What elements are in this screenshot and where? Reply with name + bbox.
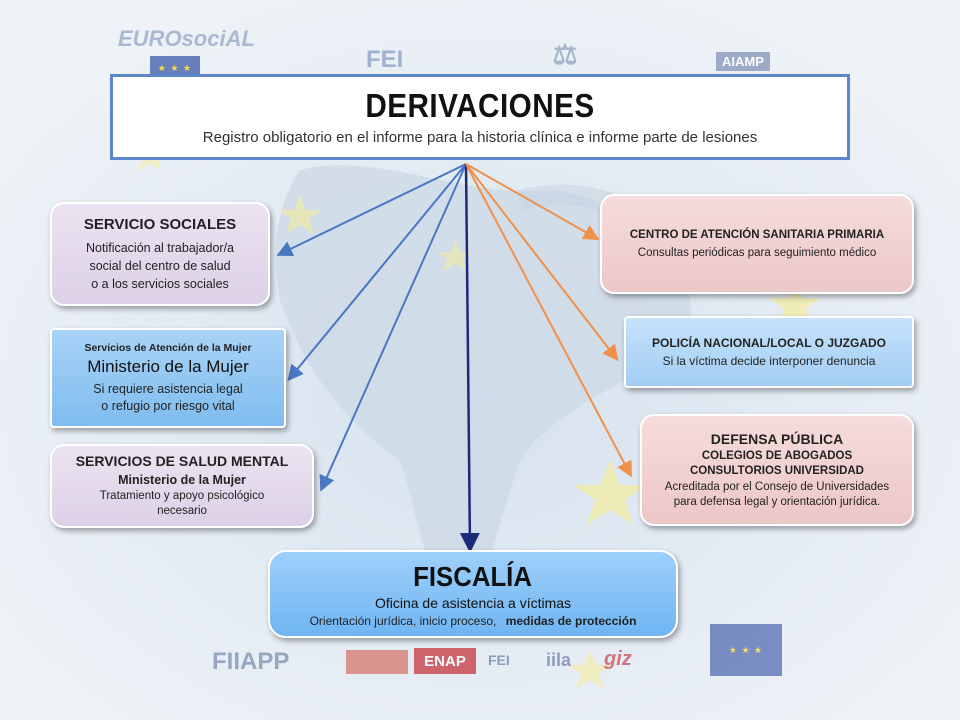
ministerio-mujer-title: Ministerio de la Mujer (87, 356, 249, 376)
policia-line: Si la víctima decide interponer denuncia (662, 354, 876, 368)
centro-atencion-line: Consultas periódicas para seguimiento mé… (637, 247, 877, 259)
giz-logo: giz (604, 648, 632, 670)
policia-box: POLICÍA NACIONAL/LOCAL O JUZGADO Si la v… (624, 316, 914, 388)
eurosocial-logo: EUROsociAL (118, 26, 255, 51)
aiamp-logo: AIAMP (716, 52, 770, 71)
page-title: DERIVACIONES (365, 87, 595, 124)
defensa-sub: COLEGIOS DE ABOGADOS (701, 449, 853, 462)
scales-icon: ⚖ (552, 38, 578, 70)
iila-logo: iila (546, 650, 572, 670)
servicio-sociales-box: SERVICIO SOCIALES Notificación al trabaj… (50, 202, 270, 306)
ministerio-mujer-box: Servicios de Atención de la Mujer Minist… (50, 328, 286, 428)
page-subtitle: Registro obligatorio en el informe para … (202, 129, 758, 146)
ministerio-mujer-pre: Servicios de Atención de la Mujer (84, 341, 252, 354)
enap-logo: ENAP (414, 648, 476, 674)
ministerio-mujer-line: Si requiere asistencia legal (93, 381, 243, 396)
defensa-line: para defensa legal y orientación jurídic… (673, 495, 881, 508)
fei-logo: FEI (366, 46, 404, 73)
fiscalia-detail-plain: Orientación jurídica, inicio proceso, (309, 613, 497, 628)
defensa-sub: CONSULTORIOS UNIVERSIDAD (689, 464, 864, 477)
servicio-sociales-title: SERVICIO SOCIALES (83, 215, 237, 233)
salud-mental-line: necesario (157, 505, 207, 517)
fei-bottom-logo: FEI (488, 652, 510, 668)
eu-flag-bottom-icon: ★ ★ ★ (710, 624, 782, 676)
centro-atencion-title: CENTRO DE ATENCIÓN SANITARIA PRIMARIA (629, 229, 885, 241)
sponsor-logo (346, 650, 408, 674)
defensa-box: DEFENSA PÚBLICA COLEGIOS DE ABOGADOS CON… (640, 414, 914, 526)
salud-mental-title: SERVICIOS DE SALUD MENTAL (75, 453, 289, 469)
salud-mental-sub: Ministerio de la Mujer (118, 473, 246, 487)
centro-atencion-box: CENTRO DE ATENCIÓN SANITARIA PRIMARIA Co… (600, 194, 914, 294)
salud-mental-line: Tratamiento y apoyo psicológico (99, 490, 265, 502)
servicio-sociales-line: social del centro de salud (89, 258, 231, 273)
fiscalia-detail: Orientación jurídica, inicio proceso, me… (310, 614, 637, 628)
fiscalia-subtitle: Oficina de asistencia a víctimas (374, 594, 572, 611)
fiscalia-title: FISCALÍA (413, 560, 533, 592)
policia-title: POLICÍA NACIONAL/LOCAL O JUZGADO (652, 336, 886, 350)
defensa-title: DEFENSA PÚBLICA (710, 430, 844, 447)
servicio-sociales-line: o a los servicios sociales (91, 276, 229, 291)
ministerio-mujer-line: o refugio por riesgo vital (101, 398, 235, 413)
title-box: DERIVACIONES Registro obligatorio en el … (110, 74, 850, 160)
fiscalia-detail-bold: medidas de protección (505, 613, 637, 628)
salud-mental-box: SERVICIOS DE SALUD MENTAL Ministerio de … (50, 444, 314, 528)
servicio-sociales-line: Notificación al trabajador/a (86, 240, 234, 255)
defensa-line: Acreditada por el Consejo de Universidad… (664, 480, 890, 493)
fiscalia-box: FISCALÍA Oficina de asistencia a víctima… (268, 550, 678, 638)
fiiapp-logo: FIIAPP (212, 648, 290, 675)
